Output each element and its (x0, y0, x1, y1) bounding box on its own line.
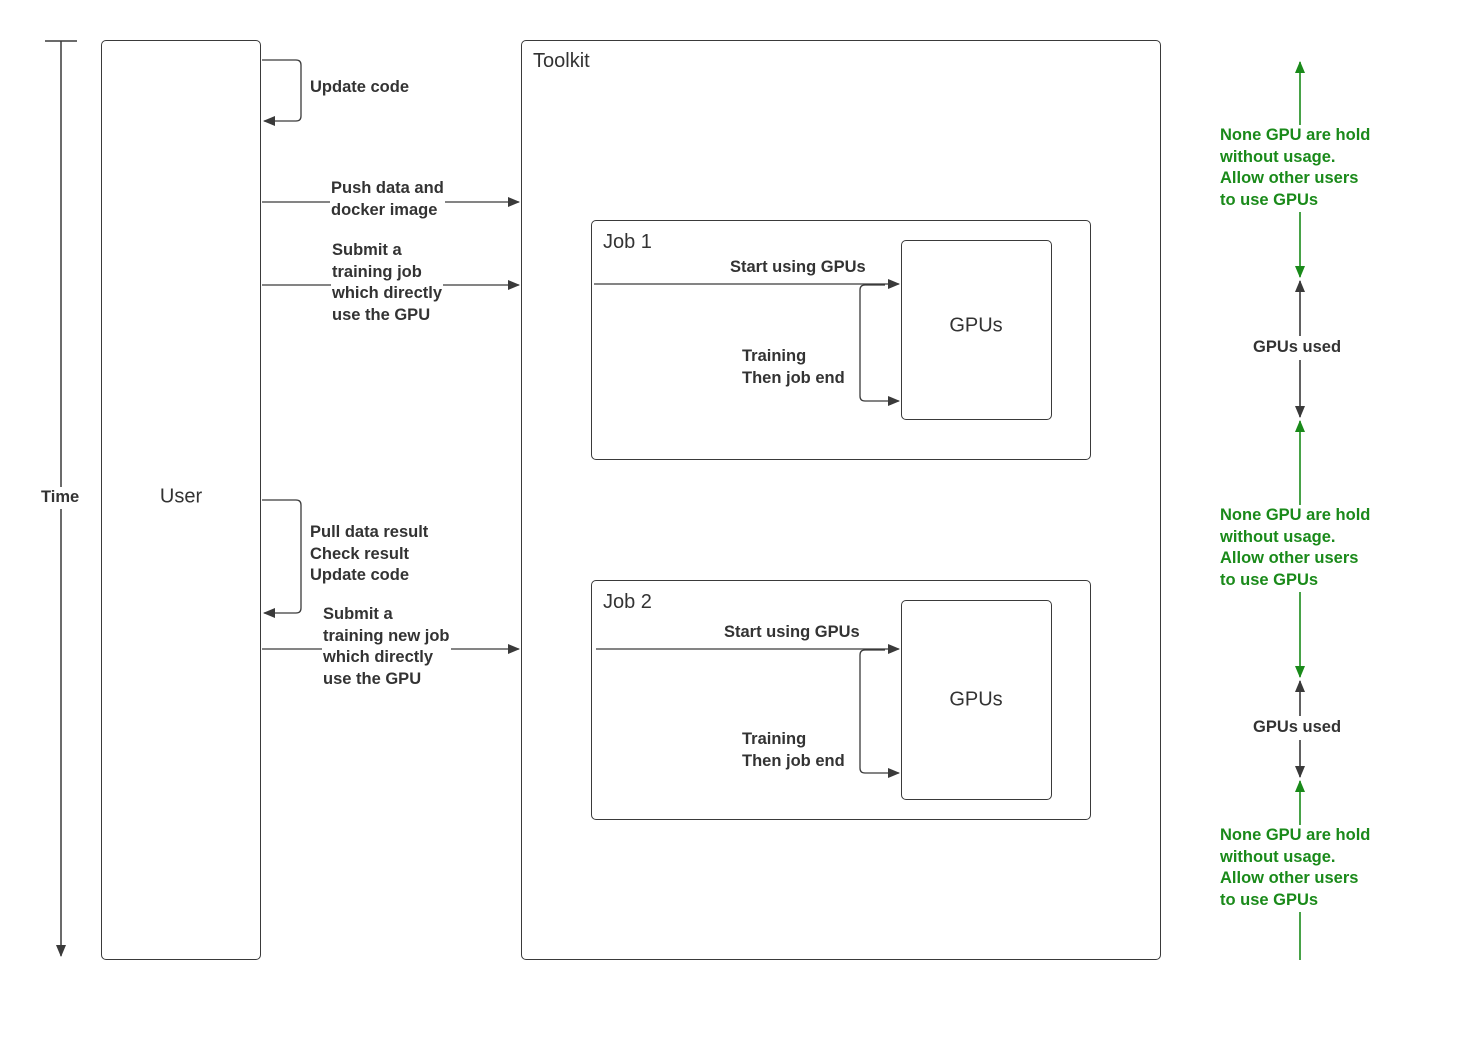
job-2-start-label: Start using GPUs (724, 623, 860, 641)
job-1-gpus-label: GPUs (949, 314, 1003, 337)
update-code-label: Update code (310, 78, 410, 96)
job-2-gpus-box (901, 600, 1052, 800)
used-period-1-label: GPUs used (1252, 337, 1343, 359)
user-lane (101, 40, 261, 960)
time-axis-label: Time (40, 487, 81, 509)
update-code-loop (262, 59, 302, 126)
job-2-gpus-label: GPUs (949, 688, 1003, 711)
used-period-2-label: GPUs used (1252, 717, 1343, 739)
job-2-training-loop (859, 649, 900, 778)
user-label: User (159, 485, 203, 508)
job-1-training-loop (859, 284, 900, 406)
job-2-title: Job 2 (603, 591, 652, 613)
job-1-start-label: Start using GPUs (730, 258, 866, 276)
pull-result-loop (262, 499, 302, 618)
job-1-gpus-box (901, 240, 1052, 420)
job-1-title: Job 1 (603, 231, 652, 253)
toolkit-title: Toolkit (533, 50, 590, 72)
